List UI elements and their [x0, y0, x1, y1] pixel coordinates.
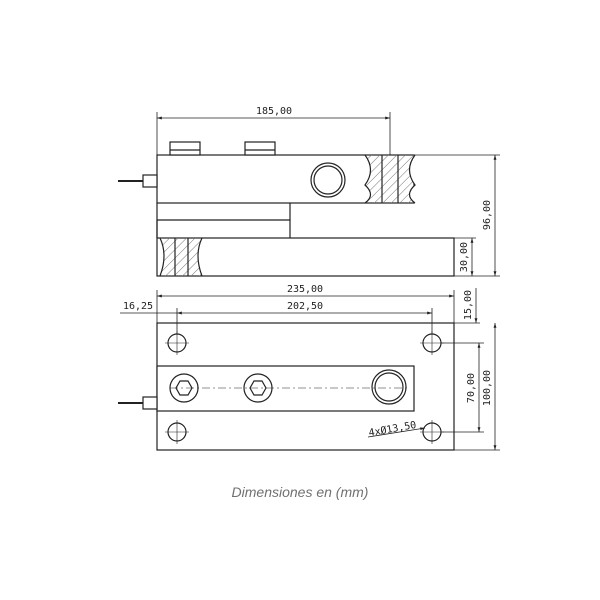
- top-loadcell-body: [156, 365, 415, 412]
- dim-total-height: 96,00: [482, 200, 493, 230]
- figure-caption: Dimensiones en (mm): [231, 484, 369, 500]
- side-hatch-right: [365, 155, 415, 203]
- dim-top-margin: 15,00: [463, 290, 474, 320]
- mounting-hole-bl: [165, 420, 189, 444]
- dim-hole-spacing: 202,50: [287, 301, 323, 312]
- top-view: [118, 322, 455, 451]
- side-pin-inner: [313, 165, 343, 195]
- dim-overall-length: 185,00: [256, 106, 292, 117]
- dim-base-width: 100,00: [482, 370, 493, 406]
- side-stud-1: [169, 141, 201, 156]
- side-hatch-left: [160, 238, 202, 276]
- top-load-pin: [371, 369, 407, 405]
- side-pin-outer: [310, 162, 346, 198]
- dim-hole-offset: 16,25: [123, 301, 153, 312]
- side-stud-2: [244, 141, 276, 156]
- side-view: [118, 141, 455, 277]
- dim-base-height: 30,00: [459, 242, 470, 272]
- top-cable-gland: [142, 396, 158, 410]
- dim-base-length: 235,00: [287, 284, 323, 295]
- side-base-plate: [156, 237, 455, 277]
- dim-inner-width: 70,00: [466, 373, 477, 403]
- side-cable-gland: [142, 174, 158, 188]
